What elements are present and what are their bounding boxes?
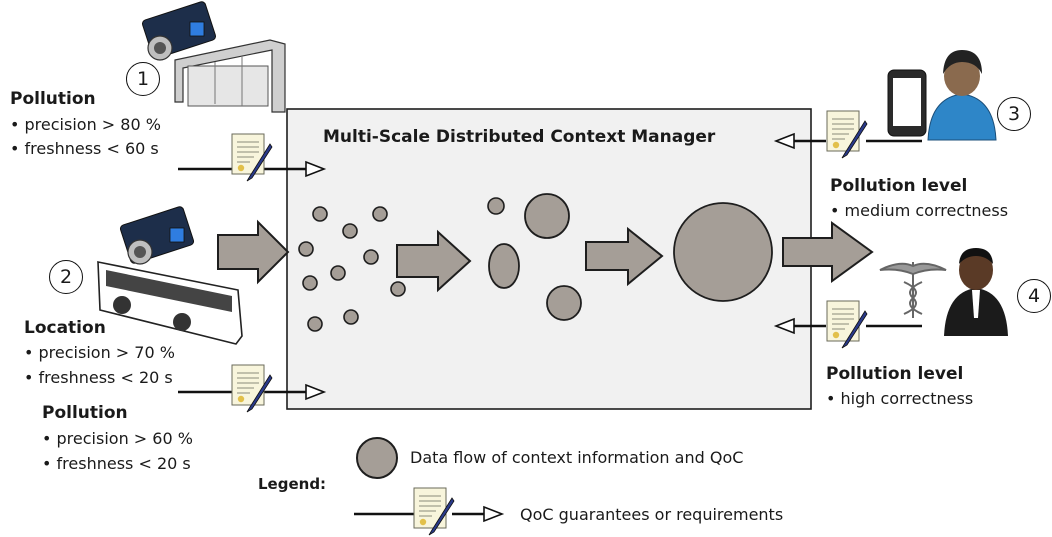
flow-arrows <box>217 219 874 293</box>
source1-requirement: • precision > 80 % <box>10 115 161 134</box>
qoc-arrowheads <box>305 132 795 523</box>
flow-arrow-2 <box>585 226 664 287</box>
person-icon <box>927 50 997 141</box>
source2-heading: Location <box>24 318 106 338</box>
contract-icon <box>826 300 868 349</box>
particle <box>330 265 346 281</box>
consumer3-heading: Pollution level <box>830 176 968 196</box>
legend-qoc-label: QoC guarantees or requirements <box>520 505 784 524</box>
contract-icon <box>413 487 455 536</box>
sensor-icon <box>119 206 195 265</box>
particle-medium <box>546 285 582 321</box>
smartphone-icon <box>887 69 927 137</box>
flow-arrow-in <box>217 219 290 285</box>
particle <box>312 206 328 222</box>
medium-particles <box>488 193 773 321</box>
bus-icon <box>97 261 243 345</box>
actor-number-4: 4 <box>1017 279 1051 313</box>
particle <box>342 223 358 239</box>
actor-number-1: 1 <box>126 62 160 96</box>
source2-requirement: • freshness < 20 s <box>24 368 173 387</box>
particle <box>372 206 388 222</box>
particle-oval <box>488 243 520 289</box>
source2-requirement: • precision > 70 % <box>24 343 175 362</box>
particle <box>343 309 359 325</box>
flow-arrow-1 <box>396 229 472 293</box>
legend-title: Legend: <box>258 475 327 493</box>
legend-dataflow-label: Data flow of context information and QoC <box>410 448 744 467</box>
source1-heading: Pollution <box>10 89 96 109</box>
contract-icon <box>231 133 273 182</box>
contract-icon <box>231 364 273 413</box>
particle-medium <box>524 193 570 239</box>
particle <box>487 197 505 215</box>
particle-large <box>673 202 773 302</box>
consumer4-heading: Pollution level <box>826 364 964 384</box>
sensor-icon <box>141 1 217 61</box>
context-manager-title: Multi-Scale Distributed Context Manager <box>323 127 716 147</box>
legend-dataflow-circle <box>356 437 398 479</box>
consumer4-requirement: • high correctness <box>826 389 974 408</box>
source2-requirement-2: • precision > 60 % <box>42 429 193 448</box>
qoc-lines <box>178 139 922 516</box>
source2-heading-2: Pollution <box>42 403 128 423</box>
source2-requirement-2: • freshness < 20 s <box>42 454 191 473</box>
flow-arrow-out <box>782 221 874 283</box>
particle <box>363 249 379 265</box>
contract-icon <box>826 110 868 159</box>
particle <box>307 316 323 332</box>
consumer3-requirement: • medium correctness <box>830 201 1009 220</box>
particle <box>302 275 318 291</box>
source1-requirement: • freshness < 60 s <box>10 139 159 158</box>
particle <box>390 281 406 297</box>
actor-number-2: 2 <box>49 260 83 294</box>
particle <box>298 241 314 257</box>
caduceus-icon <box>879 262 947 318</box>
actor-number-3: 3 <box>997 97 1031 131</box>
doctor-icon <box>944 248 1008 336</box>
small-particles <box>298 197 505 332</box>
bus-shelter-icon <box>174 39 286 113</box>
